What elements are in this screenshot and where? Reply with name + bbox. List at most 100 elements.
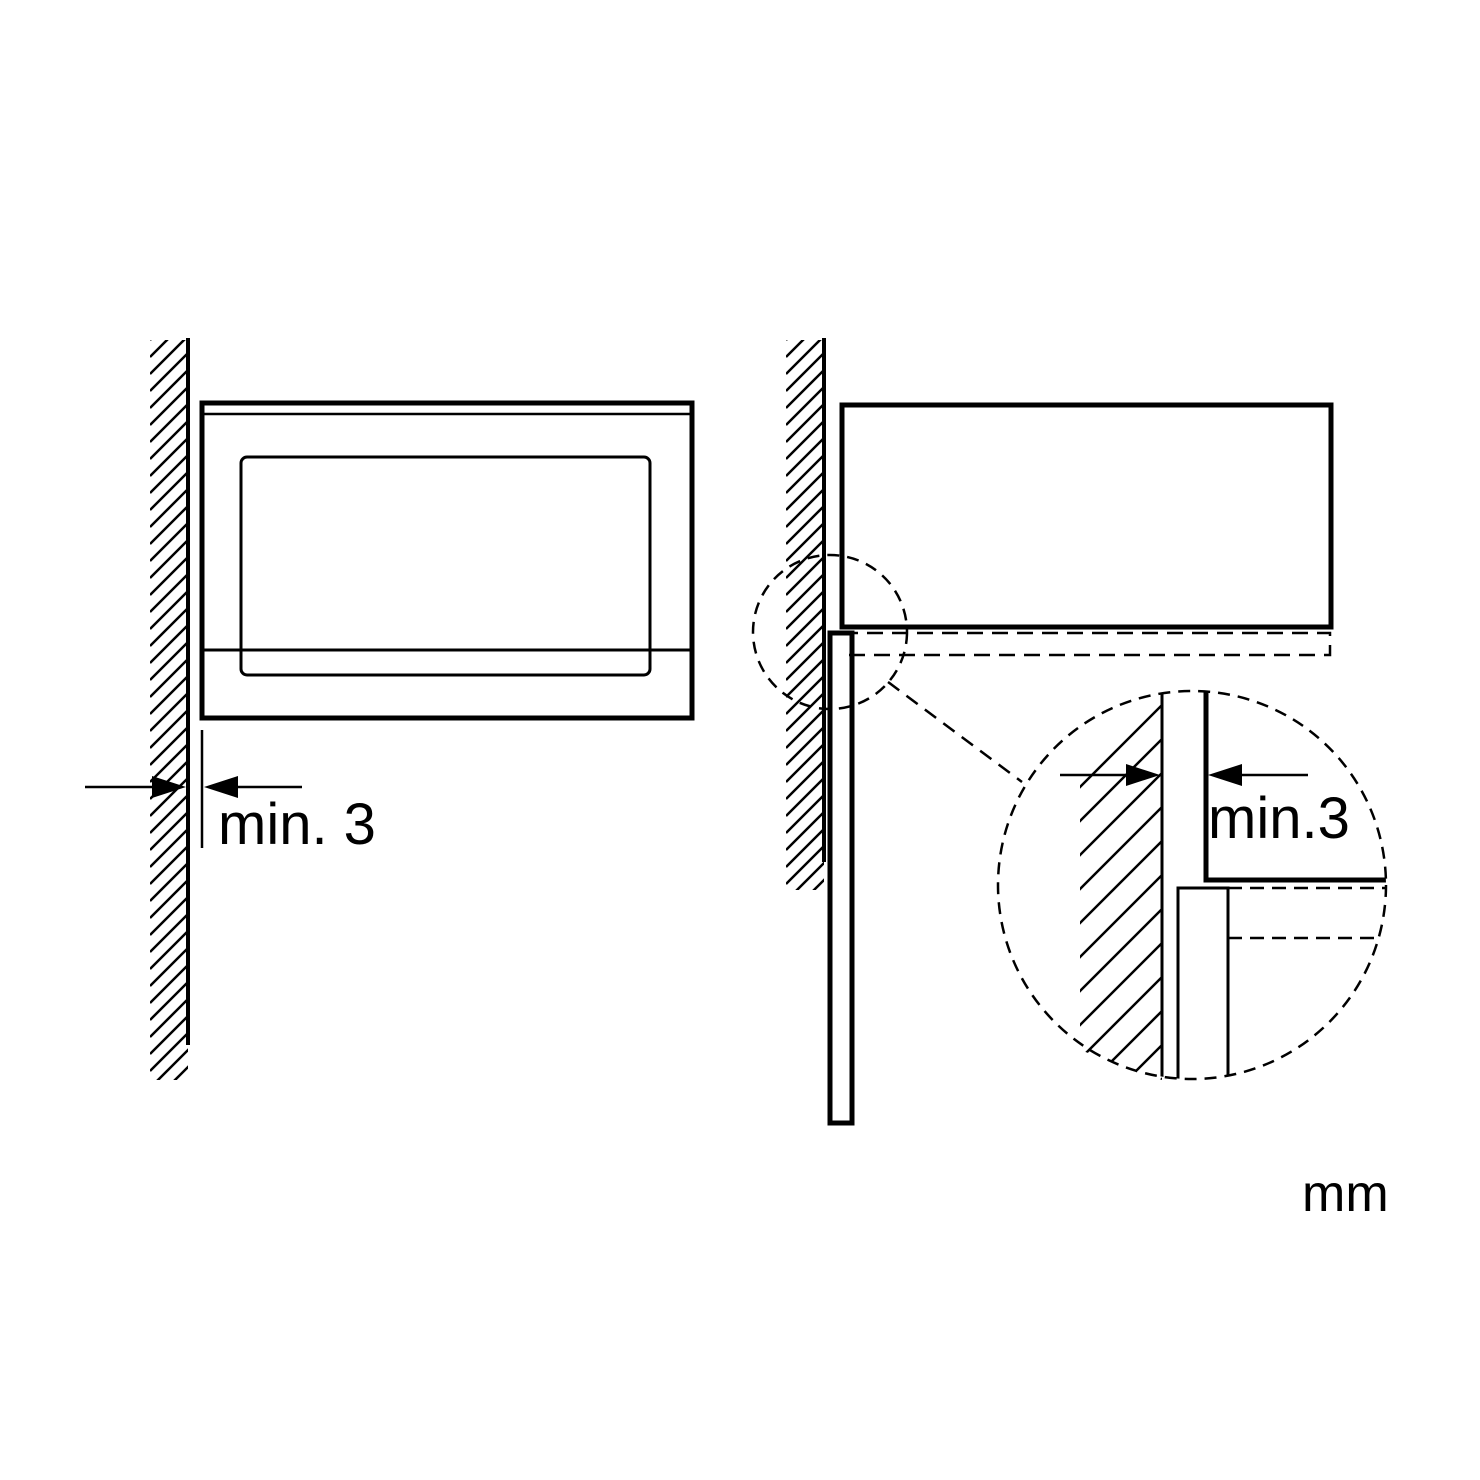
hatch-line	[1080, 803, 1162, 895]
hatch-line	[150, 453, 188, 494]
hatch-line	[150, 368, 188, 409]
hatch-line	[1080, 939, 1162, 1031]
hatch-line	[150, 640, 188, 681]
hatch-line	[150, 776, 188, 817]
hatch-line	[786, 810, 824, 851]
hatch-line	[150, 340, 186, 375]
hatch-line	[786, 419, 824, 460]
hatch-line	[150, 589, 188, 630]
hatch-line	[1080, 1041, 1162, 1080]
hatch-line	[786, 589, 824, 630]
detail-view	[996, 689, 1388, 1081]
hatch-line	[150, 827, 188, 868]
hatch-line	[1080, 690, 1162, 691]
hatch-line	[1080, 690, 1162, 759]
hatch-line	[786, 691, 824, 732]
detail-arrow-head-right	[1126, 764, 1160, 786]
hatch-line	[1080, 1075, 1162, 1080]
hatch-line	[156, 1048, 188, 1080]
hatch-line	[786, 340, 805, 358]
hatch-line	[812, 878, 824, 890]
hatch-line	[150, 946, 188, 987]
hatch-line	[150, 340, 152, 341]
hatch-line	[150, 385, 188, 426]
hatch-line	[150, 419, 188, 460]
hatch-line	[786, 708, 824, 749]
hatch-line	[786, 351, 824, 392]
hatch-line	[786, 725, 824, 766]
hatch-line	[150, 929, 188, 970]
left-appliance-front	[199, 400, 695, 721]
appliance-frame	[199, 400, 695, 721]
hatch-line	[150, 351, 188, 392]
hatch-line	[150, 895, 188, 936]
hatch-line	[150, 436, 188, 477]
hatch-line	[1080, 871, 1162, 963]
hatch-line	[150, 470, 188, 511]
hatch-line	[150, 555, 188, 596]
detail-dimension	[1060, 764, 1308, 786]
hatch-line	[150, 810, 188, 851]
hatch-line	[786, 606, 824, 647]
hatch-line	[786, 453, 824, 494]
hatch-line	[786, 470, 824, 511]
hatch-line	[786, 793, 824, 834]
left-clearance-label: min. 3	[218, 792, 376, 857]
detail-callout-circle	[751, 553, 909, 711]
hatch-line	[150, 504, 188, 545]
left-arrow-head-left	[204, 776, 238, 798]
hatch-line	[786, 436, 824, 477]
left-wall-hatch	[150, 340, 188, 1080]
hatch-line	[786, 895, 826, 935]
hatch-line	[150, 912, 188, 953]
right-wall-hatch	[786, 340, 826, 935]
hatch-line	[786, 487, 824, 528]
hatch-line	[150, 725, 188, 766]
hatch-line	[1080, 690, 1162, 725]
left-arrow-head-right	[152, 776, 186, 798]
right-wall	[786, 338, 826, 935]
hatch-line	[786, 340, 822, 375]
hatch-line	[786, 555, 824, 596]
left-wall	[150, 338, 190, 1080]
hatch-line	[786, 340, 788, 341]
hatch-line	[1080, 735, 1162, 827]
hatch-line	[150, 861, 188, 902]
unit-label: mm	[1302, 1165, 1389, 1223]
detail-front-panel	[1176, 886, 1230, 1079]
hatch-line	[150, 1014, 188, 1055]
hatch-line	[173, 1065, 188, 1080]
hatch-line	[786, 521, 824, 562]
hatch-line	[150, 963, 188, 1004]
hatch-line	[150, 657, 188, 698]
detail-clearance-label: min.3	[1208, 786, 1350, 851]
hatch-line	[1080, 1007, 1162, 1080]
hatch-line	[150, 980, 188, 1021]
hatch-line	[150, 572, 188, 613]
hatch-line	[786, 385, 824, 426]
appliance-door-window	[239, 455, 652, 677]
hatch-line	[150, 340, 169, 358]
detail-circle	[996, 689, 1388, 1081]
hatch-line	[786, 368, 824, 409]
hatch-line	[786, 572, 824, 613]
appliance-side-body	[839, 402, 1334, 630]
detail-wall-hatch	[1080, 690, 1162, 1080]
left-dimension	[85, 730, 302, 848]
hatch-line	[786, 538, 824, 579]
hatch-line	[786, 657, 824, 698]
hatch-line	[786, 742, 824, 783]
right-appliance-side	[751, 402, 1334, 1126]
hatch-line	[795, 861, 824, 890]
hatch-line	[150, 878, 188, 919]
hatch-line	[150, 793, 188, 834]
hatch-line	[150, 1031, 188, 1072]
hatch-line	[150, 674, 188, 715]
hatch-line	[786, 776, 824, 817]
hatch-line	[786, 759, 824, 800]
hatch-line	[150, 538, 188, 579]
hatch-line	[150, 691, 188, 732]
hatch-line	[1080, 905, 1162, 997]
